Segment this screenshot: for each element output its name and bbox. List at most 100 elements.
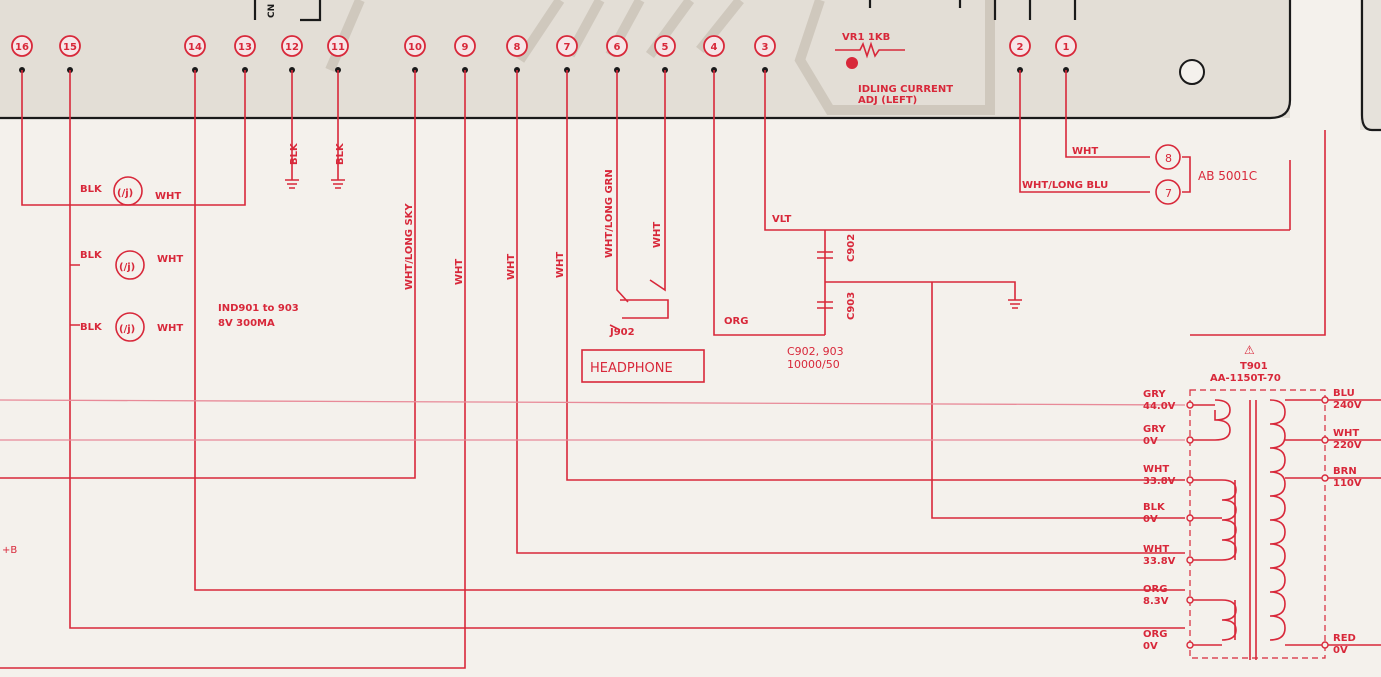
pin-9: 9 [454,35,476,73]
vlt-label: VLT [772,214,791,225]
lamp3-right-label: WHT [157,323,183,334]
pin11-wire-label: BLK [335,142,346,165]
primary-tap [1321,641,1329,649]
secondary-tap-labels: GRY44.0VGRY0VWHT33.8VBLK0VWHT33.8VORG8.3… [1143,389,1194,652]
pin8-wire-label: WHT [506,254,517,280]
mounting-hole [1179,59,1205,85]
pin-label: 16 [15,42,29,53]
lamp2-right-label: WHT [157,254,183,265]
lamp2-left-label: BLK [80,250,103,261]
caps-note-1: C902, 903 [787,345,844,358]
headphone-jack: J902 HEADPHONE ORG [581,299,748,383]
pin-5: 5 [654,35,676,73]
warning-icon: ⚠ [1244,343,1255,357]
secondary-voltage: 44.0V [1143,401,1176,412]
ab-wht-long-blu-label: WHT/LONG BLU [1022,180,1108,191]
secondary-color: BLK [1143,502,1166,513]
secondary-voltage: 33.8V [1143,476,1176,487]
secondary-color: WHT [1143,544,1169,555]
primary-tap [1321,474,1329,482]
primary-color: RED [1333,633,1356,644]
pin-1: 1 [1055,35,1077,73]
transformer-part: AA-1150T-70 [1210,373,1281,384]
pin6-wire-label: WHT/LONG GRN [604,169,615,258]
secondary-tap [1186,476,1194,484]
pin-label: 1 [1063,42,1070,53]
vr1-caption-1: IDLING CURRENT [858,84,953,95]
secondary-tap [1186,436,1194,444]
jack-label: J902 [609,327,635,338]
pin-label: 15 [63,42,77,53]
lamp3-left-label: BLK [80,322,103,333]
secondary-voltage: 0V [1143,436,1158,447]
vr1-caption-2: ADJ (LEFT) [858,95,917,106]
lamp1-left-label: BLK [80,184,103,195]
secondary-voltage: 0V [1143,641,1158,652]
transformer-ref: T901 [1240,361,1268,372]
primary-tap [1321,396,1329,404]
pin-15: 15 [59,35,81,73]
headphone-box [581,349,705,383]
pin-label: 11 [331,42,345,53]
pin-label: 9 [462,42,469,53]
vr1-trimmer: VR1 1KB IDLING CURRENT ADJ (LEFT) [835,32,953,106]
primary-voltage: 110V [1333,478,1362,489]
board-traces [325,0,995,115]
pin-11: 11 [327,35,349,73]
pin-label: 12 [285,42,299,53]
pin-label: 8 [514,42,521,53]
headphone-label: HEADPHONE [590,361,673,376]
transformer-box [1189,389,1326,659]
pin-label: 4 [711,42,718,53]
c902-label: C902 [846,234,857,262]
secondary-color: GRY [1143,424,1166,435]
ab-connector: WHT WHT/LONG BLU 8 7 AB 5001C [1022,144,1257,205]
vr1-resistor-symbol [835,41,905,59]
lamp1-right-label: WHT [155,191,181,202]
pin-label: 3 [762,42,769,53]
pin5-wire-label: WHT [652,222,663,248]
plus-b-label: +B [2,545,17,556]
primary-color: BLU [1333,388,1355,399]
pin-2: 2 [1009,35,1031,73]
lamp-note-1: IND901 to 903 [218,303,299,314]
capacitors: C902 C903 C902, 903 10000/50 VLT [772,214,857,371]
lamp-note-2: 8V 300MA [218,318,275,329]
pin-label: 5 [662,42,669,53]
pin7-wire-label: WHT [555,252,566,278]
pin-label: 2 [1017,42,1024,53]
primary-voltage: 220V [1333,440,1362,451]
pin-10: 10 [404,35,426,73]
pcb-board [0,0,1290,118]
secondary-tap [1186,556,1194,564]
node-8: 8 [1165,152,1172,165]
vr1-label: VR1 1KB [842,32,890,43]
node-7: 7 [1165,187,1172,200]
pin10-wire-label: WHT/LONG SKY [404,203,415,290]
ab-label: AB 5001C [1198,169,1257,183]
secondary-tap [1186,401,1194,409]
lamp3-icon: (/j) [119,324,135,335]
caps-note-2: 10000/50 [787,358,840,371]
pin-label: 13 [238,42,252,53]
pin12-wire-label: BLK [289,142,300,165]
component-legs [253,0,1077,22]
secondary-voltage: 0V [1143,514,1158,525]
pin-13: 13 [234,35,256,73]
pin-label: 6 [614,42,621,53]
lamp1-icon: (/j) [117,188,133,199]
pcb-edge-right [1360,0,1381,132]
pin-label: 7 [564,42,571,53]
vr1-adjust-icon [846,57,858,69]
pin-3: 3 [754,35,776,73]
pcb-edge [0,0,1292,120]
pin-7: 7 [556,35,578,73]
secondary-color: WHT [1143,464,1169,475]
primary-color: BRN [1333,466,1357,477]
primary-voltage: 240V [1333,400,1362,411]
lamp2-icon: (/j) [119,262,135,273]
pin-label: 10 [408,42,422,53]
pin-label: 14 [188,42,202,53]
